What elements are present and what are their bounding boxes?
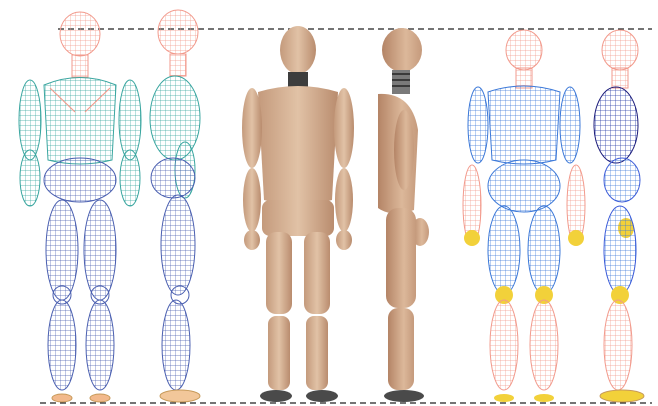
- dummy-side-head: [382, 28, 422, 72]
- mesh-front-thigh-left: [488, 206, 520, 294]
- model-front-arm-right-lower: [120, 150, 140, 206]
- mesh-front-hand-right: [568, 230, 584, 246]
- mesh-front-foot-left: [494, 394, 514, 402]
- dummy-side-thigh: [386, 208, 416, 308]
- dummy-front-shin-right: [306, 316, 328, 390]
- mesh-front-neck: [516, 68, 532, 88]
- model-side: [150, 10, 200, 402]
- model-side-foot: [160, 390, 200, 402]
- dummy-front-foot-right: [306, 390, 338, 402]
- model-front-torso: [44, 78, 116, 165]
- dummy-front-arm-right-upper: [334, 88, 354, 168]
- dummy-front-arm-right-lower: [335, 168, 353, 232]
- model-front-head: [60, 12, 100, 56]
- model-front: [19, 12, 141, 402]
- model-front-foot-right: [90, 394, 110, 402]
- model-side-neck: [170, 54, 186, 76]
- model-side-torso: [150, 76, 200, 160]
- mesh-front-hand-left: [464, 230, 480, 246]
- dummy-front-torso: [258, 86, 338, 205]
- model-front-pelvis: [44, 158, 116, 202]
- model-side-head: [158, 10, 198, 54]
- mesh-side: [594, 30, 644, 402]
- model-front-thigh-left: [46, 200, 78, 300]
- model-front-thigh-right: [84, 200, 116, 300]
- mesh-front-arm-right-upper: [560, 87, 580, 163]
- dummy-front-neck: [288, 72, 308, 88]
- mesh-side-thigh: [604, 206, 636, 294]
- dummy-front-shin-left: [268, 316, 290, 390]
- dummy-side-foot: [384, 390, 424, 402]
- mesh-side-pelvis: [604, 158, 640, 202]
- dummy-front-thigh-right: [304, 232, 330, 314]
- dummy-side-shin: [388, 308, 414, 390]
- mesh-front-head: [506, 30, 542, 70]
- mesh-front-arm-left-upper: [468, 87, 488, 163]
- model-front-arm-left-lower: [20, 150, 40, 206]
- dummy-side: [378, 28, 429, 402]
- dummy-front: [242, 26, 354, 402]
- dummy-front-arm-left-lower: [243, 168, 261, 232]
- model-front-arm-right-upper: [119, 80, 141, 160]
- mesh-front-foot-right: [534, 394, 554, 402]
- mesh-side-shin: [604, 300, 632, 390]
- model-front-shin-left: [48, 300, 76, 390]
- mesh-front-pelvis: [488, 160, 560, 212]
- mesh-front-shin-left: [490, 300, 518, 390]
- model-side-thigh: [161, 195, 195, 295]
- dummy-front-arm-left-upper: [242, 88, 262, 168]
- model-front-shin-right: [86, 300, 114, 390]
- model-side-shin: [162, 300, 190, 390]
- mesh-front-shin-right: [530, 300, 558, 390]
- model-front-neck: [72, 55, 88, 77]
- mesh-side-head: [602, 30, 638, 70]
- dummy-front-hand-right: [336, 230, 352, 250]
- mesh-side-torso: [594, 87, 638, 163]
- dummy-front-head: [280, 26, 316, 74]
- dummy-front-pelvis: [262, 200, 334, 236]
- dummy-side-arm: [394, 110, 414, 190]
- dummy-front-hand-left: [244, 230, 260, 250]
- mesh-side-foot: [600, 390, 644, 402]
- dummy-front-foot-left: [260, 390, 292, 402]
- model-front-arm-left-upper: [19, 80, 41, 160]
- mesh-front: [463, 30, 585, 402]
- mesh-side-neck: [612, 68, 628, 88]
- dummy-front-thigh-left: [266, 232, 292, 314]
- model-side-pelvis: [151, 158, 195, 198]
- mesh-front-torso: [488, 86, 560, 164]
- mesh-front-thigh-right: [528, 206, 560, 294]
- model-front-foot-left: [52, 394, 72, 402]
